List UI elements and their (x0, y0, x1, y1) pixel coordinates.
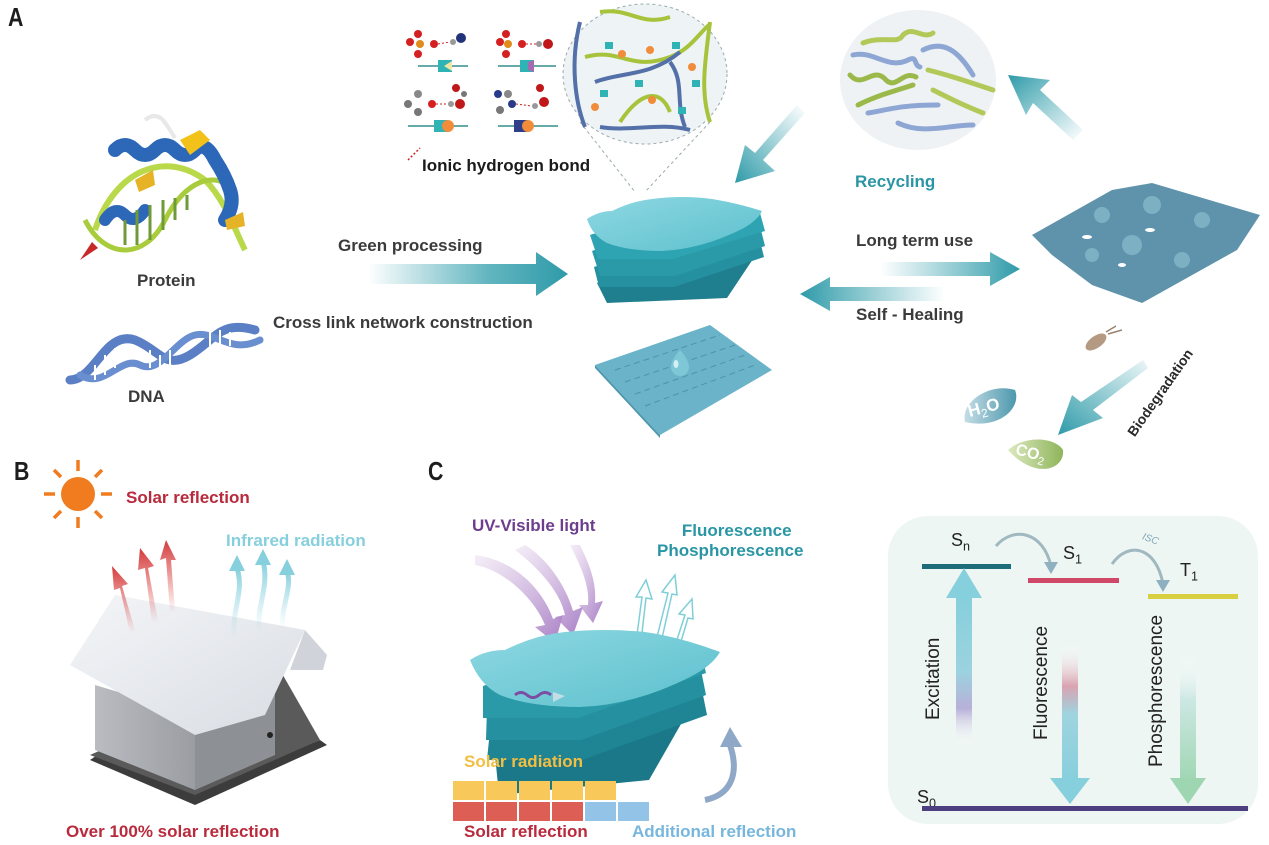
uv-visible-light-label: UV-Visible light (472, 516, 596, 535)
green-processing-label: Green processing (338, 236, 483, 255)
cross-link-label: Cross link network construction (273, 313, 533, 332)
layered-film-stack (587, 197, 765, 303)
t1-level-line (1148, 594, 1238, 599)
s1-level-label: S1 (1063, 543, 1082, 566)
excitation-label: Excitation (923, 637, 944, 720)
biodegradation-arrow (1058, 360, 1148, 435)
sn-level-line (922, 564, 1011, 569)
solar-reflection-block (486, 802, 517, 821)
hydrophobic-film-with-droplet (595, 325, 772, 438)
ionic-hydrogen-bond-molecules (404, 30, 558, 132)
solar-reflection-arrows (112, 540, 176, 633)
recycled-fibers-circle (840, 10, 996, 150)
solar-reflection-label-c: Solar reflection (464, 822, 588, 841)
self-healing-label: Self - Healing (856, 305, 964, 324)
s1-subscript: 1 (1075, 552, 1083, 567)
phosphorescence-emission-label: Phosphorescence (657, 541, 804, 560)
sn-level-label: Sn (951, 530, 970, 553)
microbe-icon (1085, 325, 1123, 351)
emission-label: Fluorescence Phosphorescence (657, 521, 803, 561)
solar-reflection-bar (453, 802, 649, 821)
solar-reflection-block (453, 802, 484, 821)
additional-reflection-block (618, 802, 649, 821)
protein-label: Protein (137, 271, 196, 290)
long-term-use-arrow (880, 252, 1020, 286)
s0-level-line (922, 806, 1248, 811)
t1-level-label: T1 (1180, 560, 1198, 583)
cross-link-network-magnifier (562, 3, 728, 193)
s0-level-label: S0 (917, 787, 936, 810)
recycling-label: Recycling (855, 172, 936, 191)
fluorescence-emission-label: Fluorescence (681, 521, 792, 540)
solar-radiation-block (486, 781, 517, 800)
solar-radiation-block (453, 781, 484, 800)
sn-text: S (951, 530, 964, 550)
panel-c-letter: C (428, 456, 444, 486)
dna-label: DNA (128, 387, 165, 406)
cooling-house-model (70, 595, 327, 805)
solar-radiation-block (519, 781, 550, 800)
energy-levels-and-transitions (922, 532, 1248, 811)
phosphorescence-transition-label: Phosphorescence (1146, 614, 1167, 767)
panel-b-letter: B (14, 456, 30, 486)
co2-blob (1008, 439, 1064, 469)
bond-legend-dash-icon (407, 147, 421, 161)
t1-text: T (1180, 560, 1191, 580)
recycle-up-arrow (1008, 75, 1083, 140)
protein-structure-illustration (80, 114, 248, 260)
infrared-radiation-label: Infrared radiation (226, 531, 366, 550)
solar-reflection-block (552, 802, 583, 821)
green-processing-arrow (368, 252, 568, 296)
ionic-hydrogen-bond-label: Ionic hydrogen bond (422, 156, 591, 175)
degraded-film (1032, 183, 1260, 303)
over-100-solar-reflection-caption: Over 100% solar reflection (66, 822, 280, 841)
sn-subscript: n (963, 539, 971, 554)
solar-radiation-block (585, 781, 616, 800)
s0-text: S (917, 787, 930, 807)
additional-reflection-label: Additional reflection (632, 822, 797, 841)
solar-radiation-label: Solar radiation (464, 752, 584, 771)
recycle-down-arrow (735, 105, 805, 183)
infrared-radiation-arrows (229, 549, 295, 639)
solar-radiation-block (552, 781, 583, 800)
fluorescence-transition-label: Fluorescence (1031, 625, 1052, 740)
additional-reflection-block (585, 802, 616, 821)
additional-reflection-arrow (704, 727, 742, 803)
s0-subscript: 0 (929, 796, 937, 811)
solar-radiation-bar (453, 781, 616, 800)
sun-icon (44, 460, 112, 528)
dna-helix-illustration (65, 322, 264, 385)
self-healing-arrow (800, 277, 945, 311)
solar-reflection-label-b: Solar reflection (126, 488, 250, 507)
s1-text: S (1063, 543, 1076, 563)
t1-subscript: 1 (1191, 569, 1199, 584)
h2o-blob (964, 388, 1017, 424)
long-term-use-label: Long term use (856, 231, 974, 250)
solar-reflection-block (519, 802, 550, 821)
layered-film-stack-c (470, 630, 720, 795)
s1-level-line (1028, 578, 1119, 583)
panel-a-letter: A (8, 2, 24, 32)
